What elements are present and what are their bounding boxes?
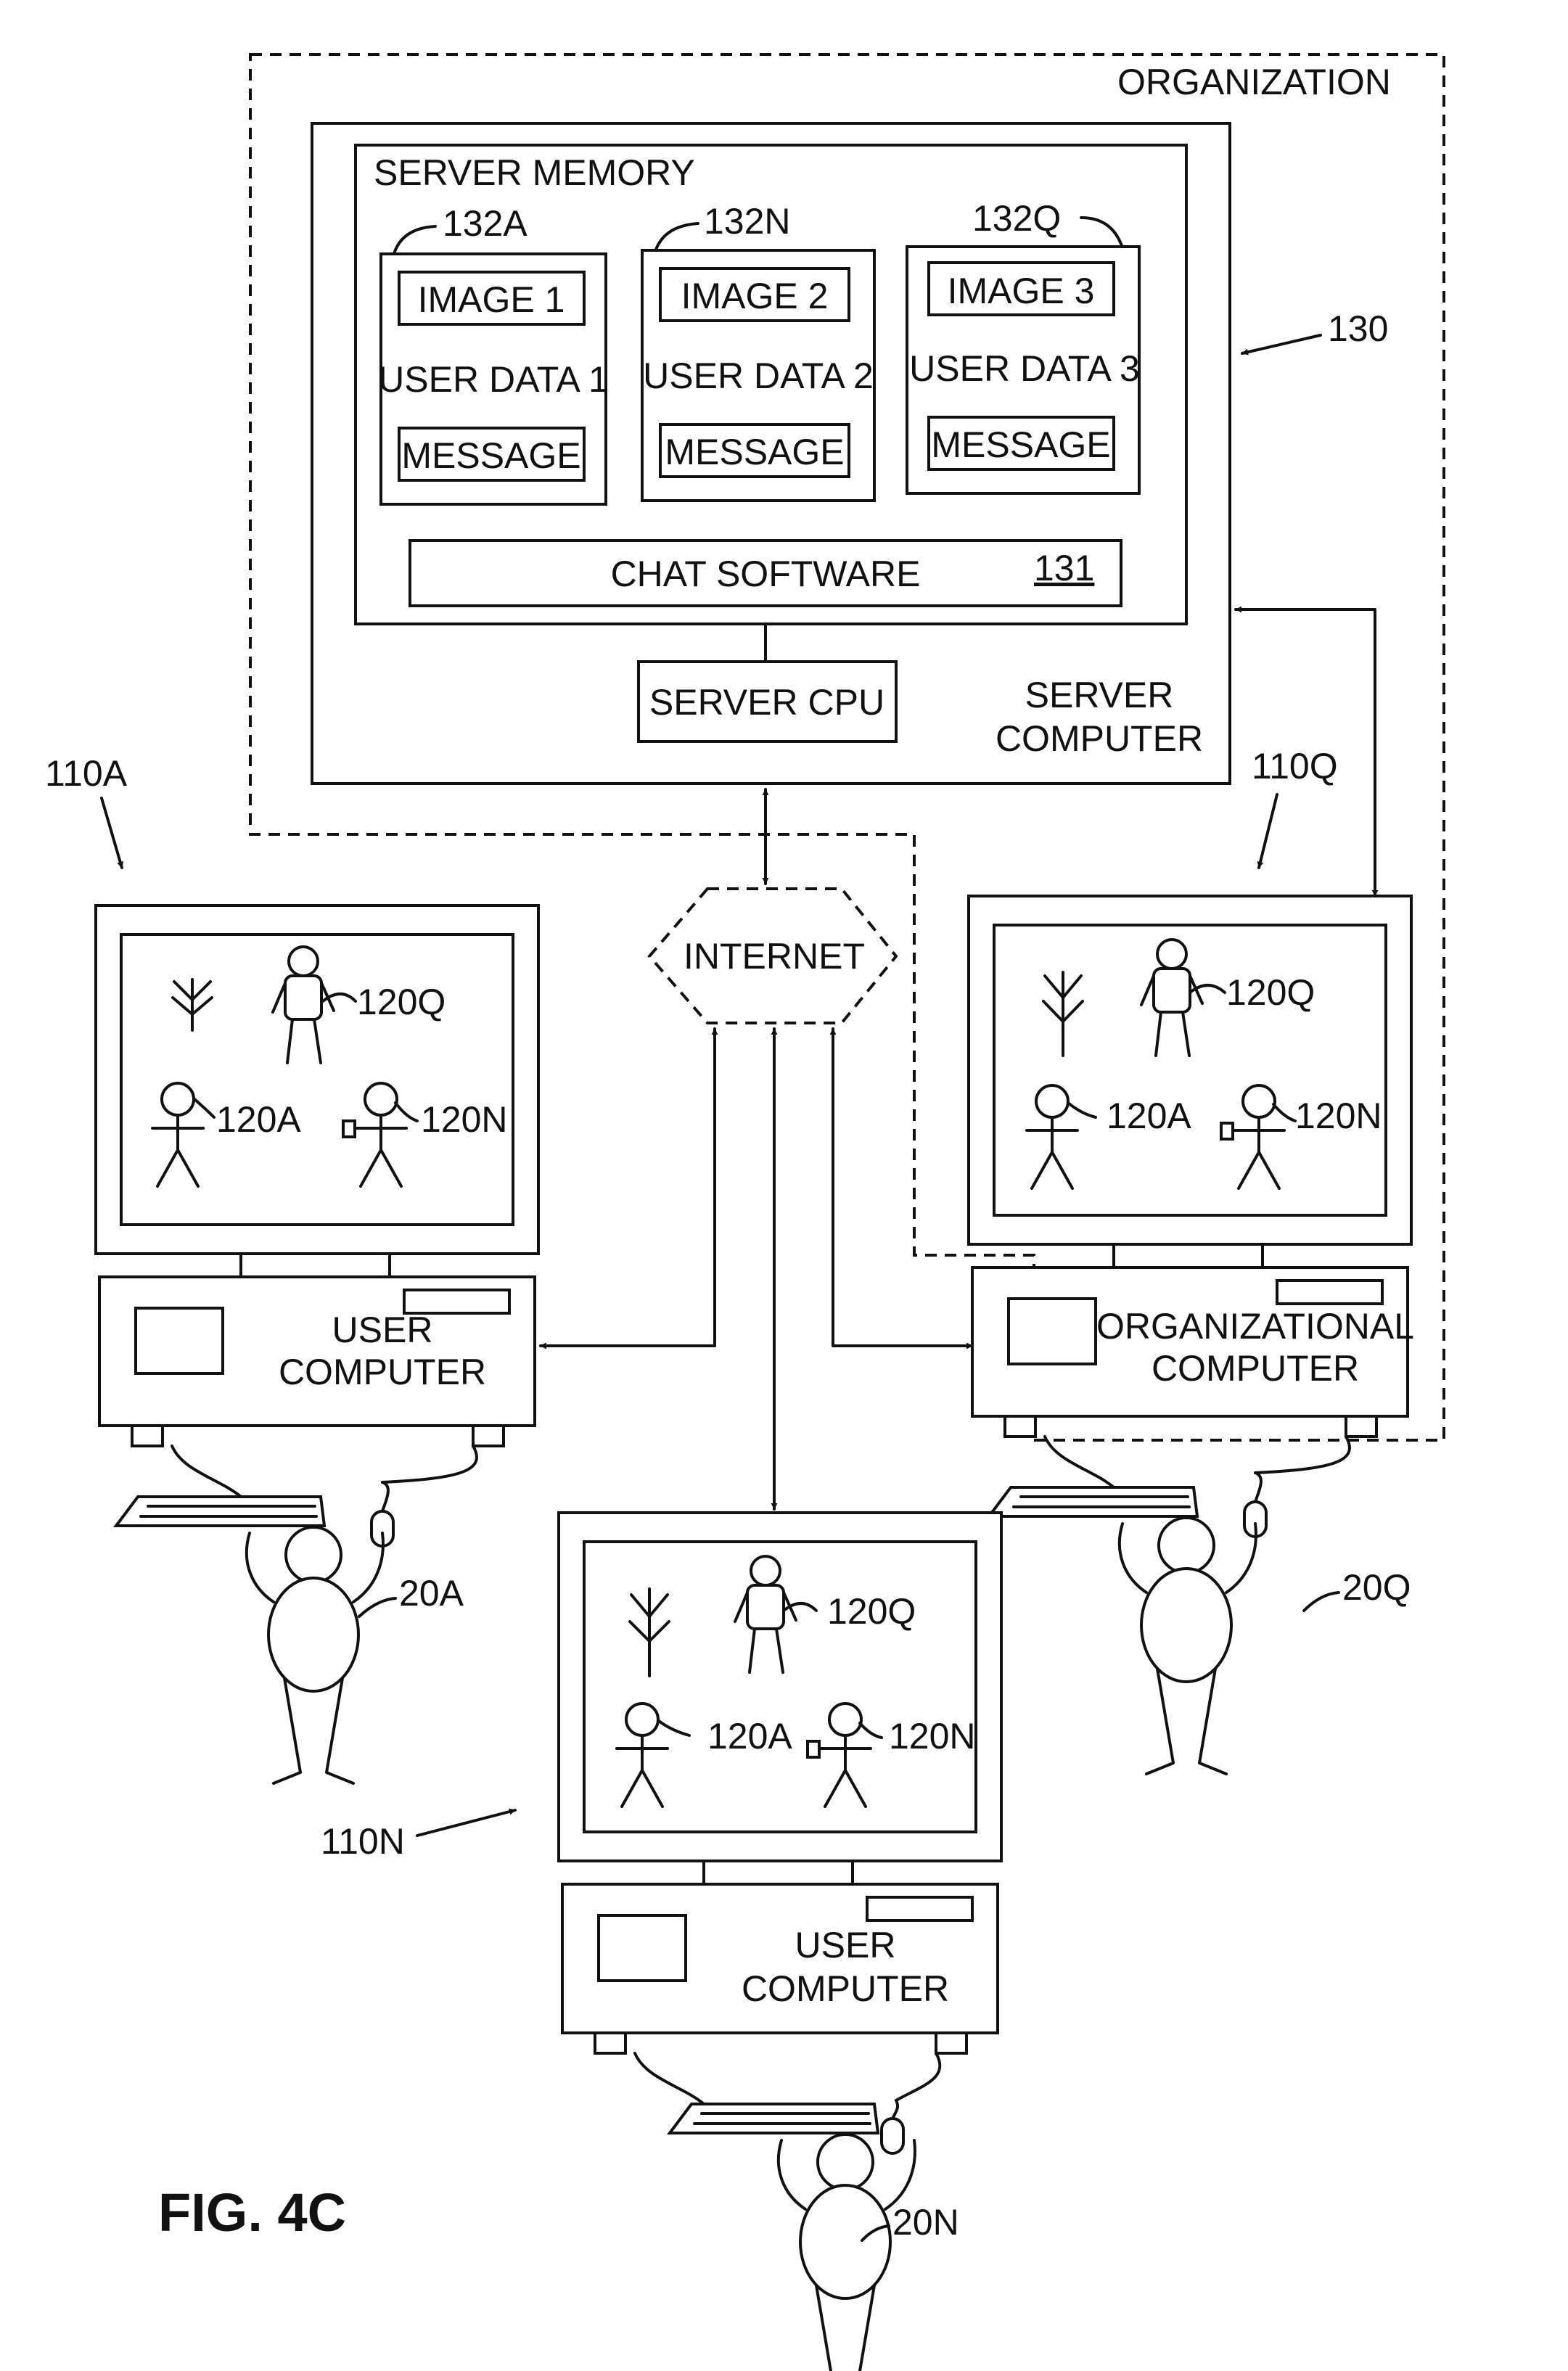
user-computer-n-label-1: USER: [795, 1925, 896, 1965]
message-3-label: MESSAGE: [931, 424, 1110, 465]
user-computer-a-label-2: COMPUTER: [279, 1352, 486, 1392]
ref-20n: 20N: [892, 2202, 959, 2243]
ref-131: 131: [1034, 548, 1094, 588]
figure-caption: FIG. 4C: [158, 2182, 346, 2243]
image-2-label: IMAGE 2: [681, 276, 829, 316]
ref-20q: 20Q: [1342, 1567, 1411, 1608]
ref-120n-q: 120N: [1295, 1096, 1382, 1136]
server-cpu-label: SERVER CPU: [649, 682, 884, 723]
ref-110n-arrow: [417, 1810, 515, 1836]
org-computer-label-2: COMPUTER: [1152, 1348, 1359, 1389]
user-computer-a-label-1: USER: [332, 1310, 433, 1350]
ref-20q-leader: [1304, 1593, 1339, 1611]
server-memory-label: SERVER MEMORY: [374, 152, 695, 193]
ref-110q-arrow: [1259, 794, 1277, 868]
internet-user-a-link: [541, 1029, 715, 1346]
user-data-2-label: USER DATA 2: [643, 356, 874, 396]
org-computer-label-1: ORGANIZATIONAL: [1096, 1306, 1414, 1347]
internet-label: INTERNET: [684, 936, 865, 977]
ref-120a-a: 120A: [216, 1099, 301, 1140]
ref-120q-a: 120Q: [357, 982, 446, 1022]
message-2-label: MESSAGE: [665, 432, 844, 472]
ref-110q: 110Q: [1252, 746, 1338, 786]
internet-org-link: [833, 1029, 972, 1346]
image-1-label: IMAGE 1: [418, 279, 565, 320]
ref-20a-leader: [359, 1598, 395, 1616]
server-computer-label-1: SERVER: [1025, 675, 1174, 715]
ref-132q: 132Q: [972, 198, 1061, 239]
ref-120a-q: 120A: [1107, 1096, 1191, 1136]
organization-label: ORGANIZATION: [1117, 62, 1391, 102]
ref-130: 130: [1328, 308, 1388, 349]
ref-132n: 132N: [704, 201, 791, 242]
ref-120n-a: 120N: [421, 1099, 508, 1140]
image-3-label: IMAGE 3: [948, 271, 1095, 311]
message-1-label: MESSAGE: [401, 435, 580, 476]
ref-110a: 110A: [45, 753, 128, 794]
ref-120a-n: 120A: [707, 1716, 792, 1756]
ref-110a-arrow: [102, 798, 122, 868]
ref-120q-n: 120Q: [827, 1591, 916, 1632]
ref-110n: 110N: [321, 1821, 405, 1862]
ref-120q-q: 120Q: [1226, 972, 1315, 1013]
ref-132a: 132A: [443, 203, 528, 244]
ref-20a: 20A: [399, 1573, 464, 1614]
ref-130-arrow: [1242, 335, 1321, 353]
user-data-1-label: USER DATA 1: [378, 359, 609, 400]
user-computer-n-label-2: COMPUTER: [742, 1968, 949, 2009]
server-computer-label-2: COMPUTER: [996, 718, 1203, 759]
chat-software-label: CHAT SOFTWARE: [611, 554, 921, 594]
ref-120n-n: 120N: [889, 1716, 976, 1756]
user-data-3-label: USER DATA 3: [909, 348, 1140, 389]
